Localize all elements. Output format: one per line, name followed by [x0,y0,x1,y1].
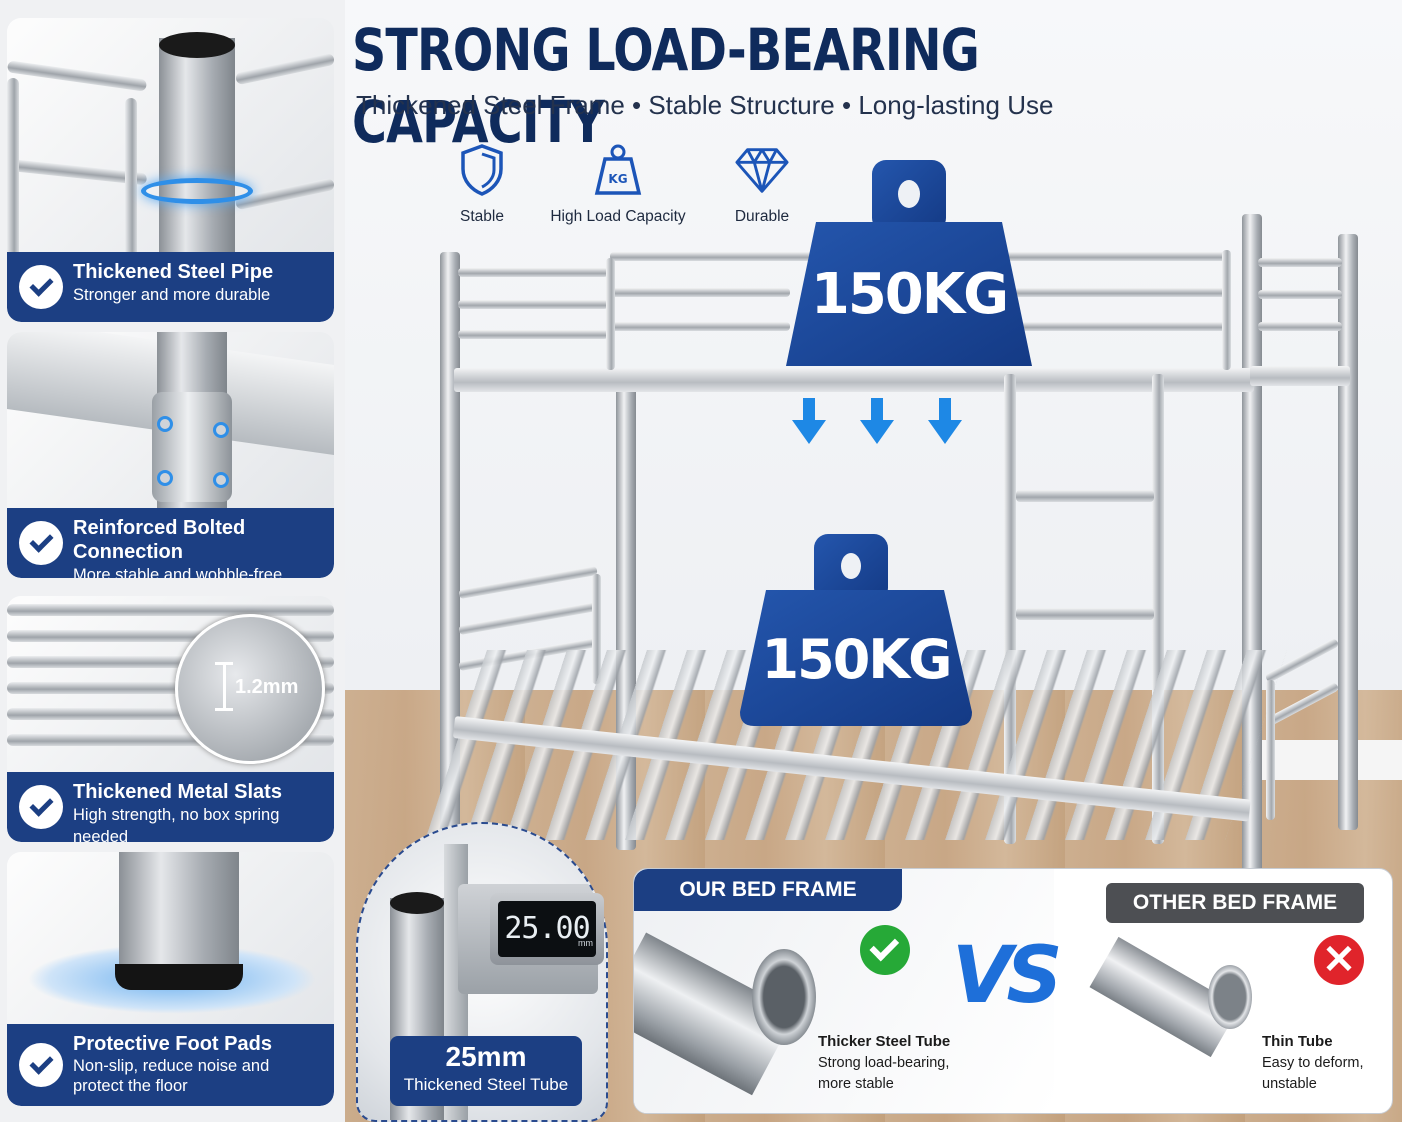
card-title: Thickened Steel Pipe [73,261,274,283]
card-description: Stronger and more durable [73,286,271,304]
caliper-unit: mm [578,938,593,948]
down-arrow-icon [860,398,894,444]
card-banner: Thickened Metal Slats High strength, no … [7,772,334,842]
card-banner: Reinforced Bolted Connection More stable… [7,508,334,578]
shield-icon [454,142,510,198]
our-frame-desc: Strong load-bearing, more stable [818,1055,950,1092]
check-icon [860,925,910,975]
cross-icon: ✕ [1314,935,1364,985]
card-description: Non-slip, reduce noise and protect the f… [73,1057,270,1095]
tube-size-badge: 25mm Thickened Steel Tube [390,1036,582,1106]
ladder-rung [1016,608,1154,620]
card-title: Reinforced Bolted Connection [73,517,246,563]
our-frame-text: Thicker Steel Tube Strong load-bearing, … [818,1031,958,1095]
feature-durable: Durable [728,142,796,226]
weight-icon: KG [590,142,646,198]
foot-pad-photo [7,852,334,1032]
checkmark-icon [19,265,63,309]
weight-label: 150KG [810,262,1009,327]
other-frame-title: Thin Tube [1262,1033,1333,1050]
our-frame-tab: OUR BED FRAME [634,869,902,911]
steel-pipe-photo [7,18,334,268]
feature-label: Durable [734,208,790,225]
baseboard [1250,740,1402,780]
other-frame-text: Thin Tube Easy to deform, unstable [1262,1031,1386,1095]
caliper-reading: 25.00 [498,901,596,957]
weight-label: 150KG [761,628,953,691]
feature-stable: Stable [450,142,514,226]
feature-label: Stable [460,208,504,225]
upper-bunk-frame [454,368,1254,392]
card-description: More stable and wobble-free [73,566,283,578]
card-banner: Thickened Steel Pipe Stronger and more d… [7,252,334,322]
upper-bunk-frame [1250,366,1350,386]
tube-caption: Thickened Steel Tube [403,1075,569,1094]
comparison-panel: OUR BED FRAME OTHER BED FRAME Thicker St… [633,868,1393,1114]
metal-slats-photo: 1.2mm [7,596,334,776]
checkmark-icon [19,1043,63,1087]
other-frame-tab: OTHER BED FRAME [1106,883,1364,923]
card-metal-slats: 1.2mm Thickened Metal Slats High strengt… [7,596,334,842]
card-bolted-connection: Reinforced Bolted Connection More stable… [7,332,334,578]
card-title: Protective Foot Pads [73,1033,272,1055]
down-arrow-icon [928,398,962,444]
svg-text:KG: KG [608,172,627,186]
tube-size: 25mm [445,1041,527,1072]
feature-cards-column: Thickened Steel Pipe Stronger and more d… [0,0,345,1122]
our-frame-title: Thicker Steel Tube [818,1033,951,1050]
checkmark-icon [19,521,63,565]
page-title: STRONG LOAD-BEARING CAPACITY [352,16,980,156]
bottom-weight: 150KG [740,534,972,726]
down-arrow-icon [792,398,826,444]
feature-load: KG High Load Capacity [546,142,690,226]
vs-label: VS [952,931,1063,1021]
slat-thickness-label: 1.2mm [235,676,299,698]
card-foot-pads: Protective Foot Pads Non-slip, reduce no… [7,852,334,1106]
other-frame-desc: Easy to deform, unstable [1262,1055,1364,1092]
card-description: High strength, no box spring needed [73,806,280,842]
feature-label: High Load Capacity [550,208,686,225]
diamond-icon [734,142,790,198]
page-subtitle: Thickened Steel Frame • Stable Structure… [356,90,1054,120]
bolted-joint-photo [7,332,334,512]
card-title: Thickened Metal Slats [73,781,282,803]
top-weight: 150KG [786,160,1032,366]
checkmark-icon [19,785,63,829]
ladder-rung [1016,490,1154,502]
caliper-display: 25.00 [490,893,604,965]
card-banner: Protective Foot Pads Non-slip, reduce no… [7,1024,334,1106]
card-steel-pipe: Thickened Steel Pipe Stronger and more d… [7,18,334,322]
